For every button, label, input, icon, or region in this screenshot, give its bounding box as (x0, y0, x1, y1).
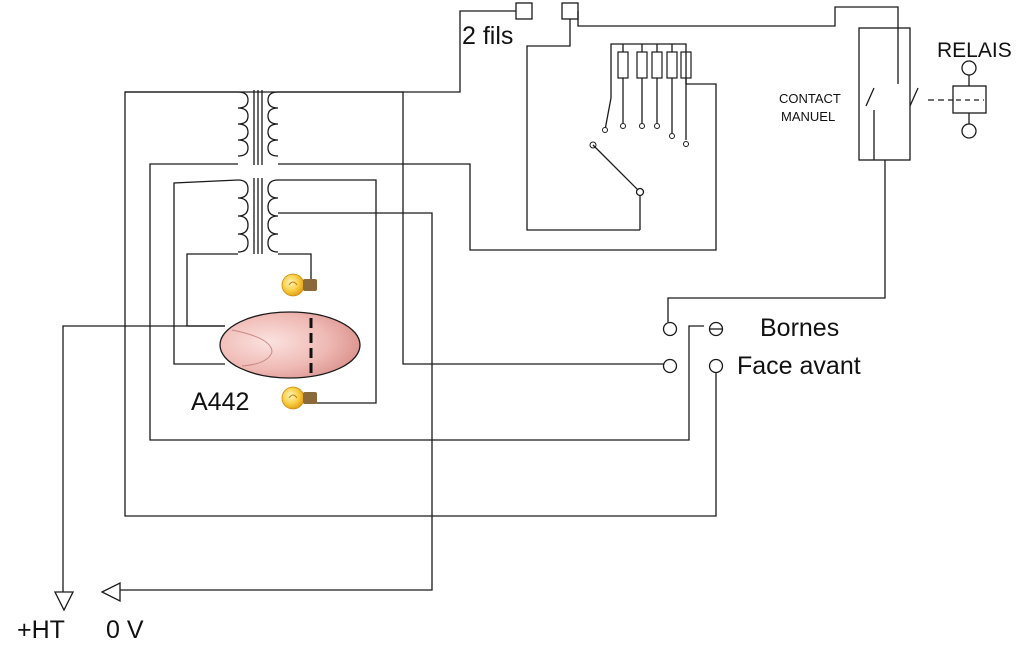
ground-arrow-icon (53, 591, 75, 612)
zero-v-label: 0 V (106, 616, 144, 644)
resistor-icon (636, 51, 648, 79)
tube-label: A442 (191, 388, 249, 416)
plus-ht-label: +HT (17, 616, 65, 644)
relay-icon (928, 60, 987, 139)
lamp-icon (281, 386, 317, 410)
resistor-icon (651, 51, 663, 79)
transformer-icon (237, 90, 279, 165)
contact-label-line2: MANUEL (781, 109, 835, 124)
front-terminals (662, 321, 724, 374)
resistor-icon (617, 51, 629, 79)
lamp-icon (281, 273, 317, 297)
two-wires-label: 2 fils (462, 22, 513, 50)
ground-arrow-icon (100, 581, 121, 603)
relay-label: RELAIS (937, 39, 1012, 62)
tube-a442 (219, 311, 361, 379)
terminals-label-line1: Bornes (760, 314, 839, 342)
transformer-icon (237, 178, 279, 254)
terminals-label-line2: Face avant (737, 352, 861, 380)
manual-contact (858, 27, 919, 161)
two-wire-connector (125, 2, 640, 231)
contact-label-line1: CONTACT (779, 91, 841, 106)
resistor-icon (666, 51, 678, 79)
switch-icon (589, 43, 692, 230)
